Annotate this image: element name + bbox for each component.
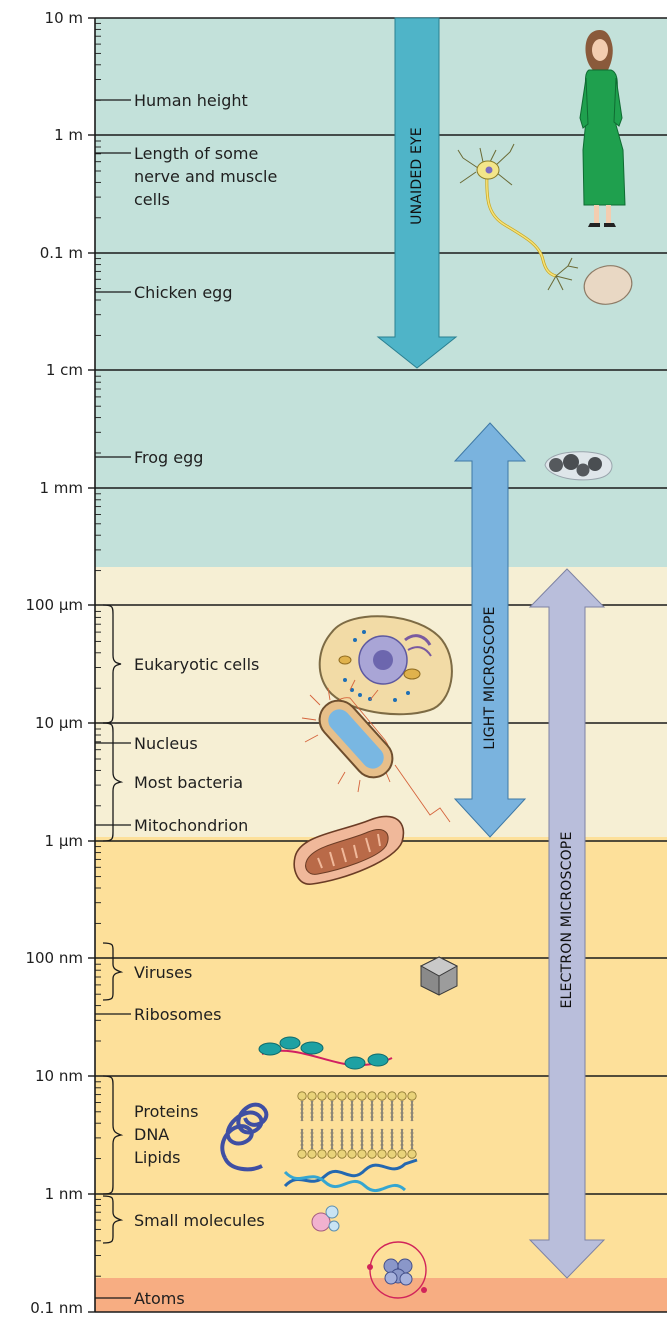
label-mitochondrion: Mitochondrion <box>134 814 248 837</box>
label-human-height: Human height <box>134 89 248 112</box>
label-frog-egg: Frog egg <box>134 446 203 469</box>
range-braces <box>103 605 121 1243</box>
scale-label-0-1m: 0.1 m <box>0 244 83 262</box>
scale-label-1um: 1 μm <box>0 832 83 850</box>
label-viruses: Viruses <box>134 961 192 984</box>
scale-label-10m: 10 m <box>0 9 83 27</box>
dna-helix-icon <box>285 1160 417 1191</box>
scale-label-0-1nm: 0.1 nm <box>0 1299 83 1317</box>
chicken-egg-icon <box>581 261 636 308</box>
label-eukaryotic-cells: Eukaryotic cells <box>134 653 259 676</box>
electron-microscope-label: ELECTRON MICROSCOPE <box>559 830 575 1010</box>
minor-ticks <box>95 23 101 1276</box>
label-proteins: Proteins <box>134 1100 198 1123</box>
neuron-icon <box>458 144 578 290</box>
scale-label-10um: 10 μm <box>0 714 83 732</box>
label-most-bacteria: Most bacteria <box>134 771 243 794</box>
label-nucleus: Nucleus <box>134 732 198 755</box>
light-microscope-label: LIGHT MICROSCOPE <box>482 598 498 758</box>
mitochondrion-icon <box>294 816 403 884</box>
label-chicken-egg: Chicken egg <box>134 281 232 304</box>
protein-icon <box>222 1105 266 1170</box>
label-small-molecules: Small molecules <box>134 1209 265 1232</box>
scale-label-10nm: 10 nm <box>0 1067 83 1085</box>
atom-icon <box>367 1242 427 1298</box>
scale-label-100nm: 100 nm <box>0 949 83 967</box>
human-figure-icon <box>580 30 625 227</box>
lipid-bilayer-icon <box>298 1092 416 1158</box>
frog-eggs-icon <box>545 452 612 480</box>
ribosomes-icon <box>259 1037 392 1069</box>
label-ribosomes: Ribosomes <box>134 1003 221 1026</box>
scale-label-1m: 1 m <box>0 126 83 144</box>
label-lipids: Lipids <box>134 1146 180 1169</box>
small-molecule-icon <box>312 1206 339 1231</box>
scale-label-1mm: 1 mm <box>0 479 83 497</box>
scale-label-1cm: 1 cm <box>0 361 83 379</box>
scale-label-1nm: 1 nm <box>0 1185 83 1203</box>
label-atoms: Atoms <box>134 1287 185 1310</box>
label-dna: DNA <box>134 1123 169 1146</box>
scale-label-100um: 100 μm <box>0 596 83 614</box>
major-ticks <box>88 18 95 1312</box>
unaided-eye-label: UNAIDED EYE <box>409 116 425 236</box>
virus-icon <box>421 957 457 995</box>
label-nerve-muscle-cells: Length of some nerve and muscle cells <box>134 142 284 211</box>
